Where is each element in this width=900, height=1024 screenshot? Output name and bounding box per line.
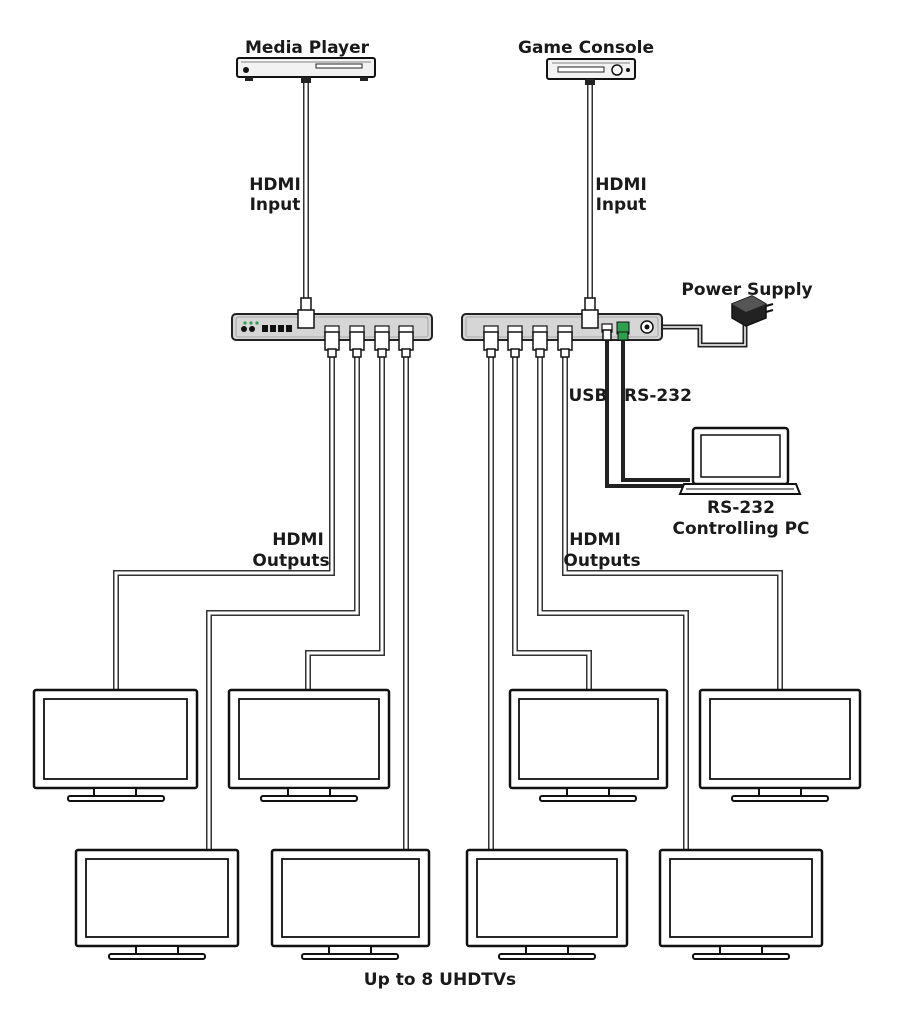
- control-cables: [605, 318, 748, 488]
- tv-icon: [698, 688, 862, 802]
- input-cables: [303, 82, 593, 300]
- usb-label: USB: [568, 386, 607, 406]
- tv-icon: [74, 848, 240, 960]
- pc-label-2: Controlling PC: [672, 519, 809, 539]
- power-adapter-icon: [731, 295, 774, 327]
- tv-icon: [658, 848, 824, 960]
- right-output-cables: [488, 356, 783, 850]
- usb-rs232-connectors: [602, 329, 629, 341]
- game-console-label: Game Console: [518, 38, 654, 58]
- hdmi-outputs-label-left: HDMI: [272, 530, 324, 550]
- hdmi-input-label-right: HDMI: [595, 175, 647, 195]
- media-player-label: Media Player: [245, 38, 370, 58]
- hdmi-outputs-label-right: HDMI: [569, 530, 621, 550]
- tv-icon: [465, 848, 629, 960]
- hdmi-connector-left-input: [297, 297, 315, 329]
- power-supply-label: Power Supply: [681, 280, 812, 300]
- footer-label: Up to 8 UHDTVs: [364, 970, 516, 990]
- hdmi-outputs-label-left-2: Outputs: [252, 551, 329, 571]
- hdmi-outputs-label-right-2: Outputs: [563, 551, 640, 571]
- pc-label-1: RS-232: [707, 498, 775, 518]
- hdmi-connectors-right-output: [483, 331, 573, 358]
- hdmi-input-label-left: HDMI: [249, 175, 301, 195]
- tv-icon: [270, 848, 431, 960]
- hdmi-input-label-right-2: Input: [596, 195, 647, 215]
- rs232-label: RS-232: [624, 386, 692, 406]
- tv-icon: [32, 688, 199, 802]
- game-console-icon: [546, 58, 636, 85]
- left-output-cables: [113, 356, 409, 850]
- media-player-icon: [236, 57, 376, 83]
- hdmi-input-label-left-2: Input: [250, 195, 301, 215]
- hdmi-connectors-left-output: [324, 331, 414, 358]
- hdmi-connector-right-input: [581, 297, 599, 329]
- laptop-icon: [678, 426, 802, 495]
- tv-icon: [508, 688, 669, 802]
- tv-icon: [227, 688, 391, 802]
